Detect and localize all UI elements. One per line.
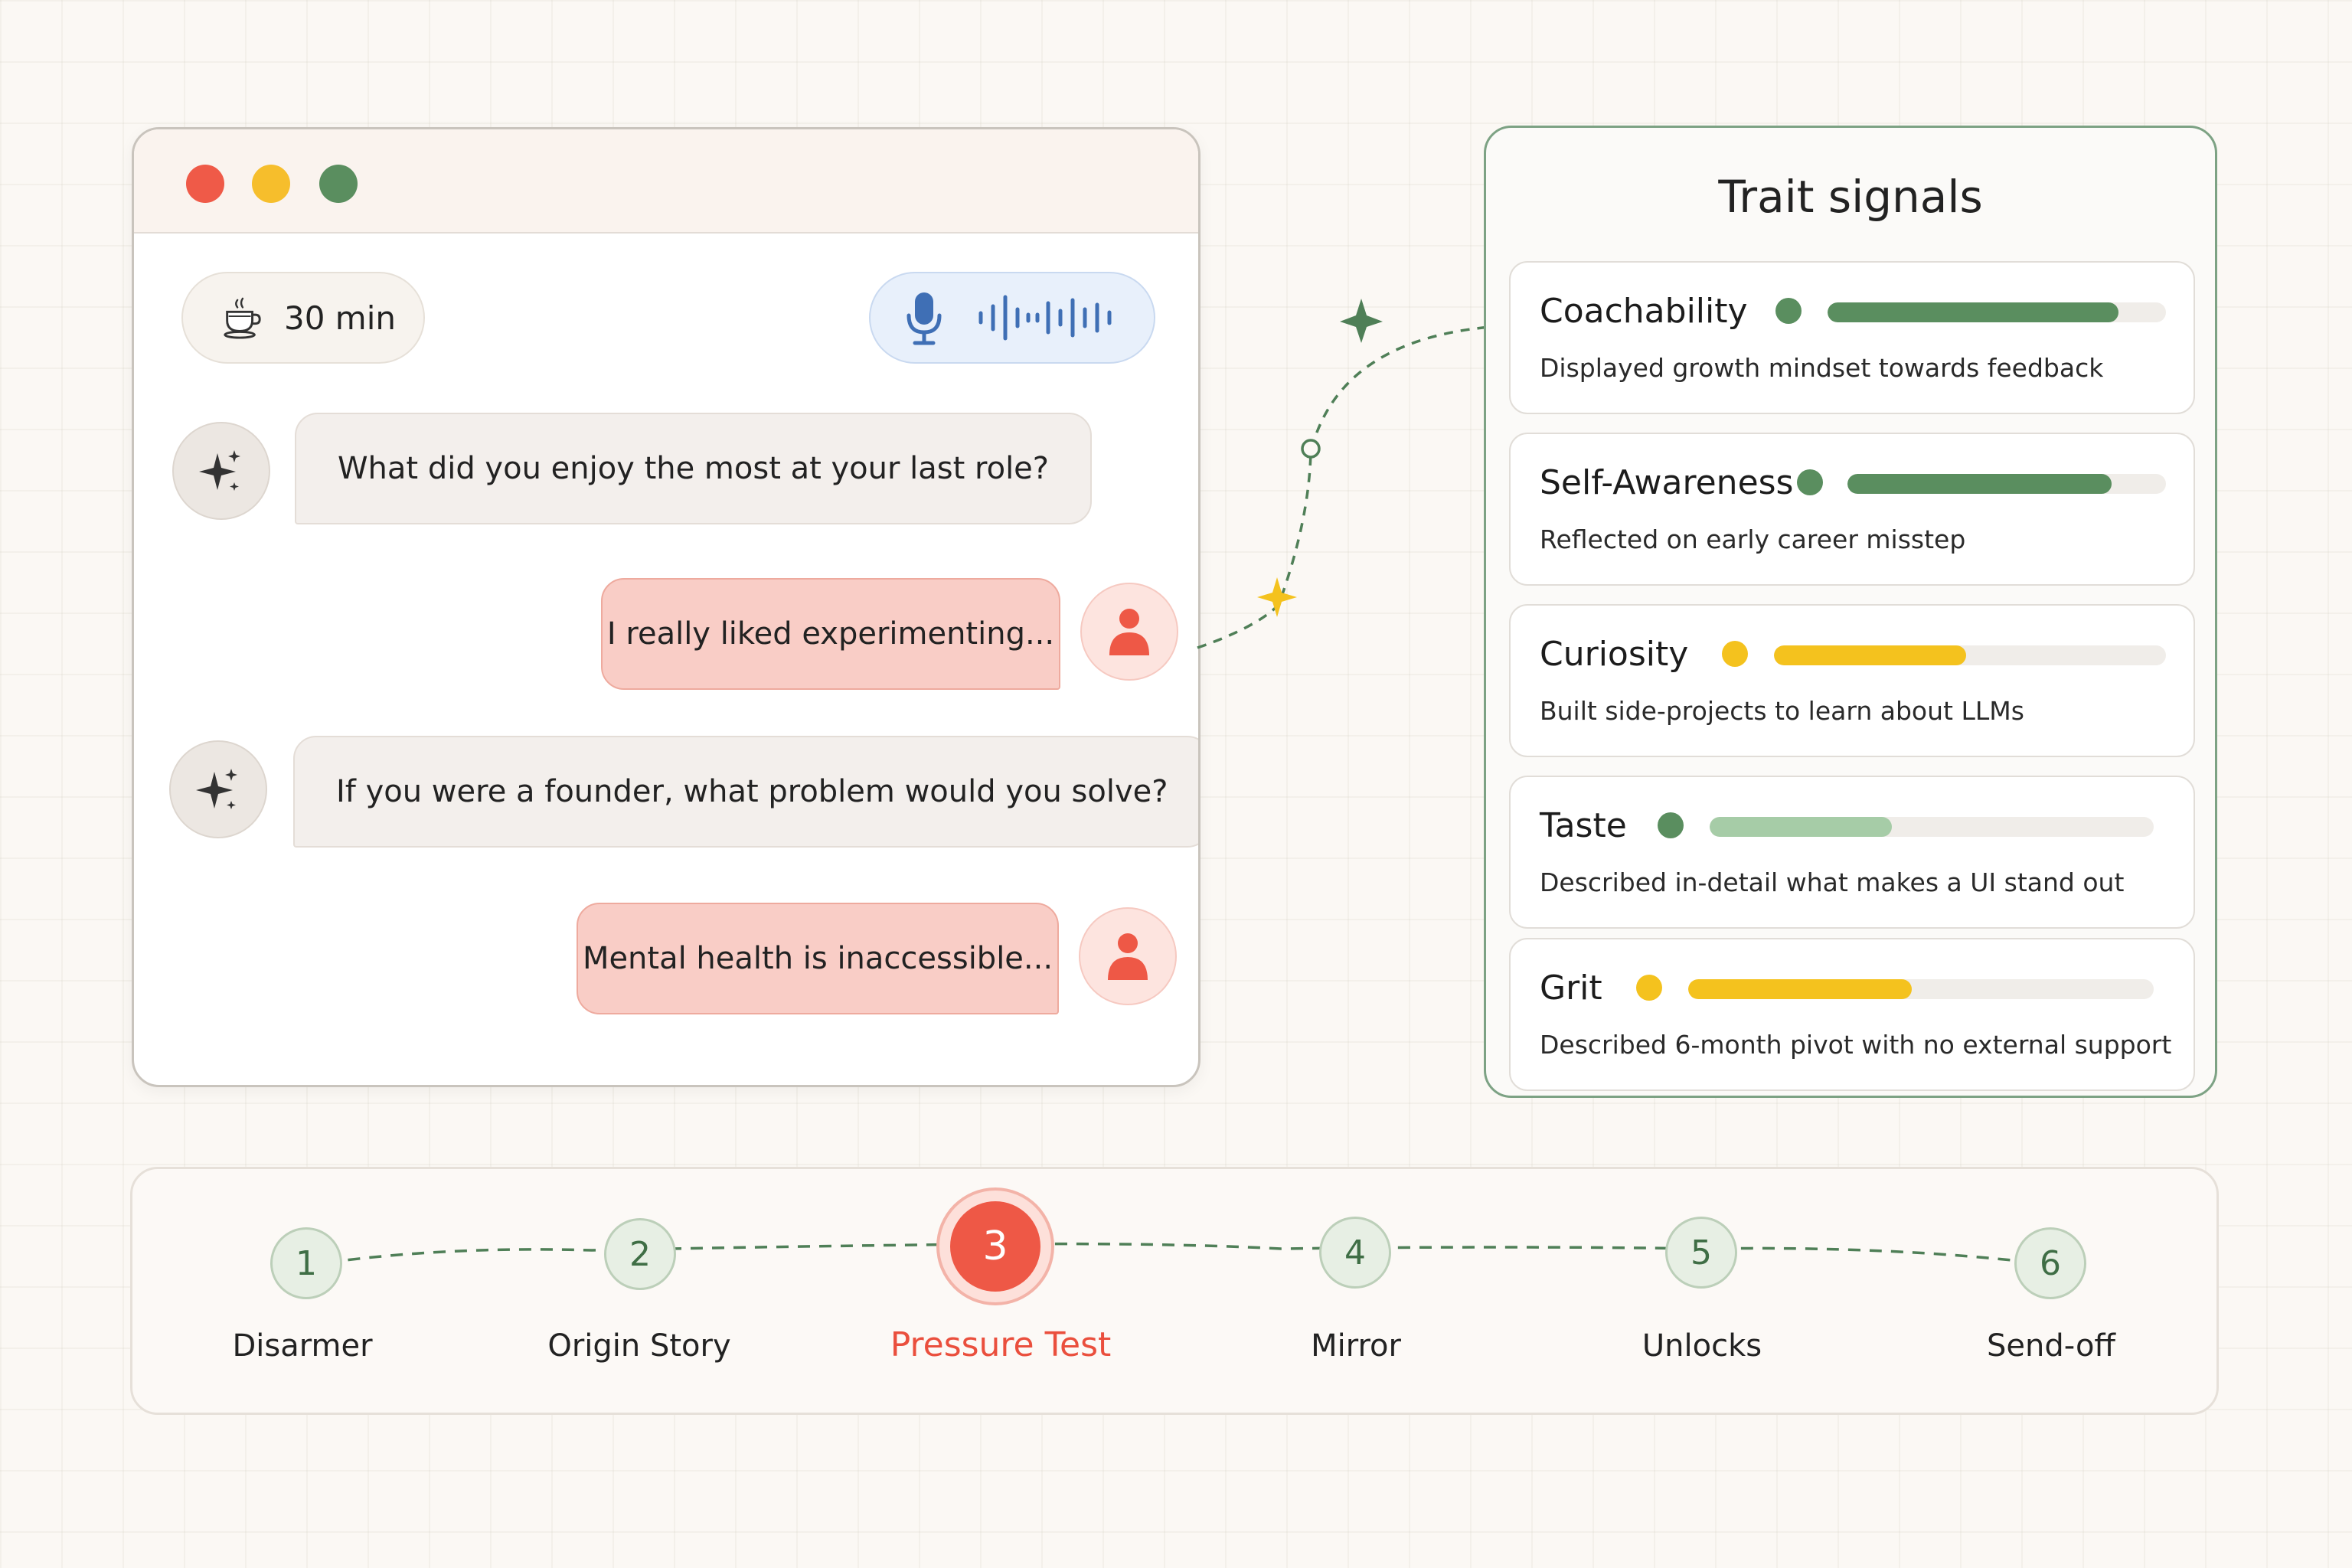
sparkle-icon [196, 769, 237, 809]
trait-level-fill [1774, 645, 1966, 665]
timer-label: 30 min [284, 299, 396, 337]
step-4-circle[interactable]: 4 [1319, 1217, 1391, 1289]
sparkle-icon [1257, 577, 1297, 617]
step-3-label[interactable]: Pressure Test [890, 1325, 1112, 1364]
trait-level-fill [1828, 302, 2119, 322]
trait-name: Curiosity [1540, 635, 1689, 674]
trait-card-coachability[interactable]: Coachability Displayed growth mindset to… [1509, 261, 2195, 414]
step-number: 2 [629, 1234, 651, 1274]
trait-status-dot [1658, 812, 1684, 838]
step-6-circle[interactable]: 6 [2014, 1227, 2086, 1299]
trait-status-dot [1775, 298, 1802, 324]
trait-name: Grit [1540, 969, 1602, 1008]
microphone-icon[interactable] [903, 289, 946, 346]
trait-description: Reflected on early career misstep [1540, 524, 1966, 554]
coffee-cup-icon [224, 297, 261, 339]
trait-level-bar [1828, 302, 2166, 322]
step-1-circle[interactable]: 1 [270, 1227, 342, 1299]
step-number: 1 [296, 1243, 317, 1283]
trait-card-self-awareness[interactable]: Self-Awareness Reflected on early career… [1509, 433, 2195, 586]
trait-level-fill [1847, 474, 2112, 494]
step-number: 4 [1344, 1233, 1366, 1272]
stepper-path [305, 1242, 2047, 1267]
trait-level-fill [1688, 979, 1912, 999]
ai-avatar [172, 422, 270, 520]
trait-signals-panel: Trait signals Coachability Displayed gro… [1484, 126, 2217, 1098]
step-number: 5 [1690, 1233, 1712, 1272]
connector-node [1301, 439, 1321, 459]
trait-status-dot [1722, 641, 1748, 667]
trait-card-curiosity[interactable]: Curiosity Built side-projects to learn a… [1509, 604, 2195, 757]
trait-description: Displayed growth mindset towards feedbac… [1540, 353, 2104, 383]
trait-card-grit[interactable]: Grit Described 6-month pivot with no ext… [1509, 938, 2195, 1091]
trait-level-bar [1774, 645, 2166, 665]
trait-status-dot [1797, 469, 1823, 495]
trait-description: Described 6-month pivot with no external… [1540, 1030, 2172, 1060]
step-3-circle[interactable]: 3 [950, 1201, 1040, 1292]
trait-level-bar [1710, 817, 2154, 837]
panel-title: Trait signals [1718, 171, 1983, 223]
user-avatar [1080, 583, 1178, 681]
minimize-window-button[interactable] [252, 165, 290, 203]
ai-message: What did you enjoy the most at your last… [295, 413, 1093, 524]
timer-pill: 30 min [181, 272, 425, 364]
trait-name: Taste [1540, 806, 1627, 845]
trait-name: Self-Awareness [1540, 463, 1794, 502]
trait-level-fill [1710, 817, 1892, 837]
audio-waveform-icon [978, 295, 1112, 341]
step-number: 3 [982, 1223, 1008, 1269]
step-1-label[interactable]: Disarmer [232, 1328, 373, 1364]
trait-description: Built side-projects to learn about LLMs [1540, 696, 2024, 726]
step-2-label[interactable]: Origin Story [547, 1328, 731, 1364]
user-message: I really liked experimenting... [601, 578, 1060, 690]
step-5-label[interactable]: Unlocks [1642, 1328, 1762, 1364]
chat-window: 30 min [132, 127, 1200, 1087]
person-icon [1108, 933, 1148, 980]
sparkle-icon [1340, 299, 1383, 343]
trait-level-bar [1847, 474, 2166, 494]
interview-stage-stepper: 1 Disarmer 2 Origin Story 3 Pressure Tes… [130, 1167, 2219, 1415]
trait-description: Described in-detail what makes a UI stan… [1540, 867, 2125, 897]
close-window-button[interactable] [186, 165, 224, 203]
person-icon [1109, 609, 1149, 655]
trait-name: Coachability [1540, 292, 1748, 331]
user-avatar [1079, 907, 1177, 1005]
voice-input-pill[interactable] [869, 272, 1155, 364]
ai-message: If you were a founder, what problem woul… [293, 736, 1198, 848]
user-message: Mental health is inaccessible... [577, 903, 1059, 1014]
step-number: 6 [2040, 1243, 2061, 1283]
sparkle-icon [199, 450, 240, 491]
step-4-label[interactable]: Mirror [1311, 1328, 1401, 1364]
window-titlebar [134, 129, 1198, 234]
step-5-circle[interactable]: 5 [1665, 1217, 1737, 1289]
trait-card-taste[interactable]: Taste Described in-detail what makes a U… [1509, 776, 2195, 929]
step-2-circle[interactable]: 2 [604, 1218, 676, 1290]
step-6-label[interactable]: Send-off [1987, 1328, 2115, 1364]
trait-level-bar [1688, 979, 2154, 999]
ai-avatar [169, 740, 267, 838]
trait-status-dot [1636, 975, 1662, 1001]
signal-connector [1197, 299, 1501, 649]
maximize-window-button[interactable] [319, 165, 358, 203]
